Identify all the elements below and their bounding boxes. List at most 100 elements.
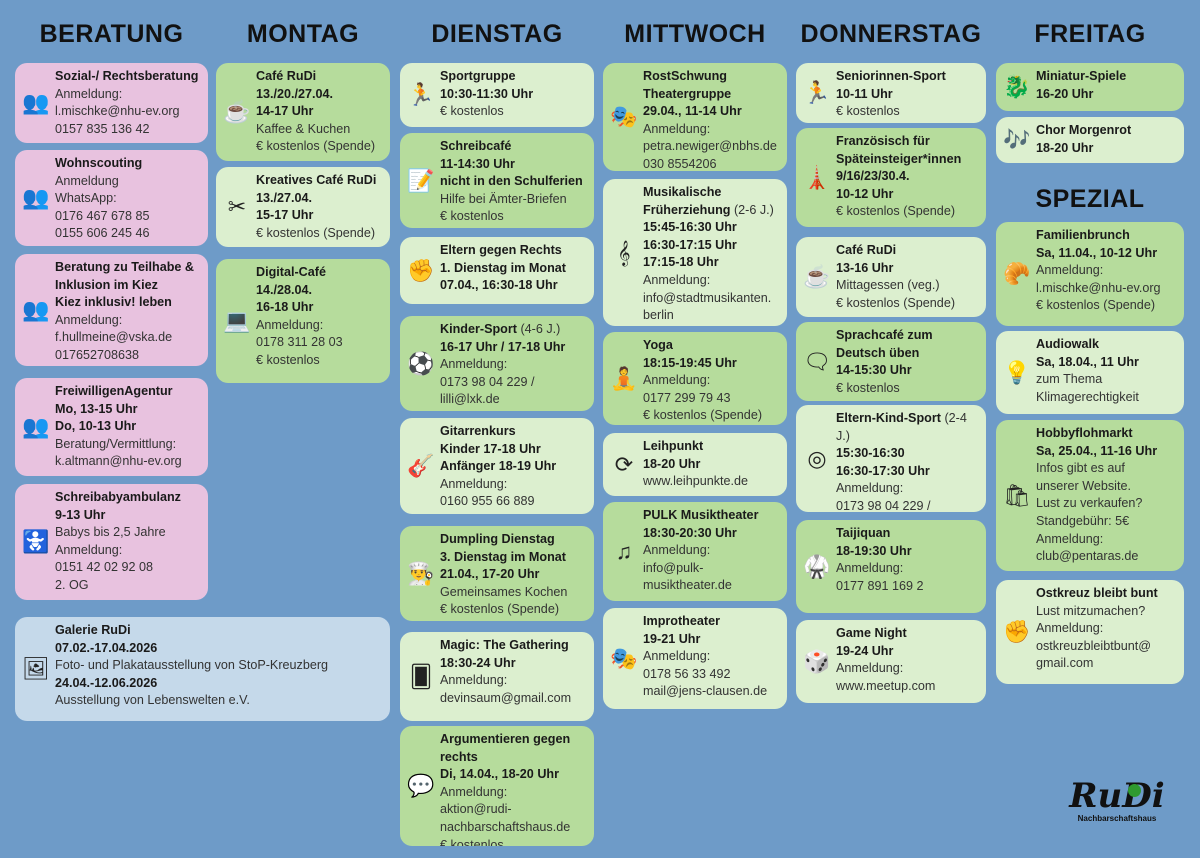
card-line: club@pentaras.de <box>1036 548 1178 566</box>
card-line-text: Ausstellung von Lebenswelten e.V. <box>55 693 250 708</box>
chat-bubbles-icon: 🗨 <box>803 348 831 374</box>
guitar-icon: 🎸 <box>407 453 435 479</box>
card-line: l.mischke@nhu-ev.org <box>1036 280 1178 298</box>
card-line: 18-19:30 Uhr <box>836 543 980 561</box>
card-line-bold: Audiowalk <box>1036 337 1099 351</box>
card-line-bold: 15-17 Uhr <box>256 208 314 223</box>
discussion-icon: 👥 <box>22 414 50 440</box>
card-line: Kiez inklusiv! leben <box>55 294 202 312</box>
card-line-text: 0157 835 136 42 <box>55 121 150 136</box>
theater-masks-icon: 🎭 <box>610 104 638 130</box>
card-line-text: gmail.com <box>1036 656 1094 671</box>
card-line-bold: FreiwilligenAgentur <box>55 384 173 398</box>
card-line: Anmeldung: <box>643 542 781 560</box>
card-line-bold: Familienbrunch <box>1036 228 1130 242</box>
card-line: info@stadtmusikanten. <box>643 290 781 308</box>
card-line-bold: Dumpling Dienstag <box>440 532 555 546</box>
card-line-text: 2. OG <box>55 577 89 592</box>
card-line-text: 0177 891 169 2 <box>836 578 924 593</box>
card-line: Hilfe bei Ämter-Briefen <box>440 191 588 209</box>
card-line-bold: 10-12 Uhr <box>836 186 894 201</box>
card-line: RostSchwung <box>643 68 781 86</box>
card-line-bold: Kinder 17-18 Uhr <box>440 441 541 456</box>
card-line-text: € kostenlos (Spende) <box>256 139 376 154</box>
eiffel-tower-icon: 🗼 <box>803 164 831 190</box>
card-line-bold: Früherziehung <box>643 202 731 217</box>
card-line-text: Lust mitzumachen? <box>1036 603 1146 618</box>
idea-icon: 💡 <box>1003 359 1031 385</box>
card-line: Yoga <box>643 337 781 355</box>
card-line: zum Thema <box>1036 371 1178 389</box>
card-line-text: nachbarschaftshaus.de <box>440 819 571 834</box>
card-line-bold: 9/16/23/30.4. <box>836 169 910 184</box>
card-line-bold: 18:15-19:45 Uhr <box>643 355 737 370</box>
card-line-text: Anmeldung: <box>1036 531 1104 546</box>
card-line: Eltern-Kind-Sport (2-4 J.) <box>836 410 980 445</box>
card-line-bold: 16-17 Uhr / 17-18 Uhr <box>440 339 566 354</box>
card-line-text: zum Thema <box>1036 372 1103 387</box>
card-line-text: Anmeldung: <box>440 357 508 372</box>
card-line-bold: Eltern-Kind-Sport <box>836 411 941 425</box>
card-line-bold: 19-21 Uhr <box>643 631 701 646</box>
card-line-bold: 18:30-24 Uhr <box>440 655 516 670</box>
card-line: Musikalische <box>643 184 781 202</box>
card-line: Schreibabyambulanz <box>55 489 202 507</box>
card-line: € kostenlos (Spende) <box>643 407 781 425</box>
card-line-text: Infos gibt es auf <box>1036 461 1125 476</box>
card-line: Französisch für <box>836 133 980 151</box>
card-line-bold: Sportgruppe <box>440 69 516 83</box>
card-line-text: f.hullmeine@vska.de <box>55 330 173 345</box>
card-line: Mittagessen (veg.) <box>836 277 980 295</box>
exercise-icon: 🏃 <box>803 80 831 106</box>
card-line: Beratung/Vermittlung: <box>55 436 202 454</box>
card-line-text: devinsaum@gmail.com <box>440 690 572 705</box>
card-line-bold: Leihpunkt <box>643 439 704 453</box>
card-line: Sportgruppe <box>440 68 588 86</box>
card-line: Anmeldung: <box>1036 620 1178 638</box>
card-line: Anmeldung: <box>643 121 781 139</box>
card-line: Gitarrenkurs <box>440 423 588 441</box>
card-line: € kostenlos (Spende) <box>836 203 980 221</box>
exercise-icon: 🏃 <box>407 82 435 108</box>
card-line-text: l.mischke@nhu-ev.org <box>1036 280 1161 295</box>
card-line: Anmeldung: <box>643 272 781 290</box>
card-line-bold: Musikalische <box>643 185 722 199</box>
card-line: nicht in den Schulferien <box>440 173 588 191</box>
card-line-bold: Französisch für <box>836 134 930 148</box>
card-line: 9-13 Uhr <box>55 507 202 525</box>
card-line: 18:30-20:30 Uhr <box>643 525 781 543</box>
card-line: Argumentieren gegen <box>440 731 588 749</box>
card-line: Sa, 25.04., 11-16 Uhr <box>1036 443 1178 461</box>
event-card-beratung-teilhabe: 👥Beratung zu Teilhabe &Inklusion im Kiez… <box>15 254 208 366</box>
card-line: Chor Morgenrot <box>1036 122 1178 140</box>
card-line: lilli@lxk.de <box>440 391 588 409</box>
card-line-bold: Digital-Café <box>256 265 326 279</box>
card-line: petra.newiger@nbhs.de <box>643 138 781 156</box>
card-line-bold: Theatergruppe <box>643 86 732 101</box>
card-line-bold: 16:30-17:15 Uhr <box>643 237 737 252</box>
card-line: 10:30-11:30 Uhr <box>440 86 588 104</box>
card-line-text: Beratung/Vermittlung: <box>55 436 177 451</box>
card-line-bold: Kreatives Café RuDi <box>256 173 377 187</box>
card-line-text: € kostenlos <box>836 380 900 395</box>
card-line: € kostenlos (Spende) <box>256 225 384 243</box>
card-line: 24.04.-12.06.2026 <box>55 675 384 693</box>
card-line: Anmeldung: <box>643 372 781 390</box>
card-line-bold: Hobbyflohmarkt <box>1036 426 1133 440</box>
card-line-text: Anmeldung: <box>836 481 904 496</box>
card-line: Kinder 17-18 Uhr <box>440 441 588 459</box>
card-line: Sprachcafé zum <box>836 327 980 345</box>
card-line-bold: PULK Musiktheater <box>643 508 759 522</box>
coffee-icon: ☕ <box>803 264 831 290</box>
card-line-bold: Gitarrenkurs <box>440 424 516 438</box>
